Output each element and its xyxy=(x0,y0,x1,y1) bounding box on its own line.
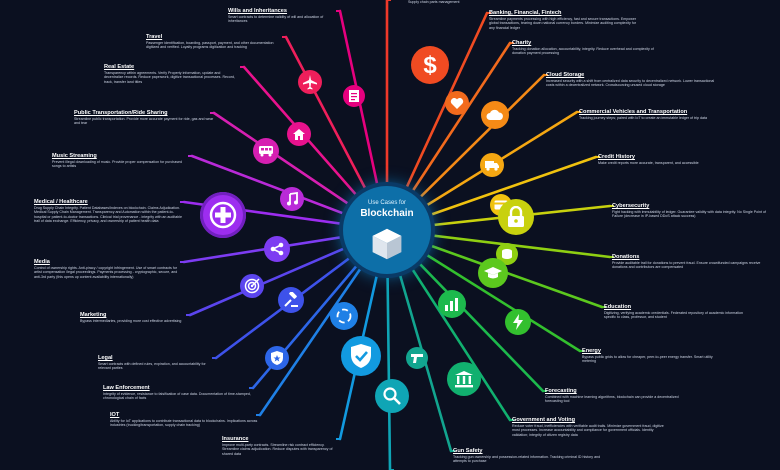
share-icon xyxy=(264,236,290,262)
desc-realestate: Transparency within agreements. Verify P… xyxy=(104,71,236,84)
dollar-icon: $ xyxy=(411,46,449,84)
gun-icon xyxy=(406,347,428,369)
desc-wills: Smart contracts to determine validity of… xyxy=(228,15,324,24)
shield-check-icon xyxy=(341,336,381,376)
badge-icon xyxy=(265,346,289,370)
desc-law: Integrity of evidence, resistance to fal… xyxy=(103,392,251,401)
label-charity: Charity xyxy=(512,40,532,46)
desc-transport: Streamline public transportation. Provid… xyxy=(74,117,214,126)
label-cyber: Cybersecurity xyxy=(612,203,650,209)
gavel-icon xyxy=(278,287,304,313)
bar-chart-icon xyxy=(438,290,466,318)
desc-music: Prevent illegal downloading of music. Pr… xyxy=(52,160,183,169)
magnifier-icon xyxy=(375,379,409,413)
plus-cross-icon xyxy=(200,192,246,238)
svg-text:$: $ xyxy=(423,52,437,78)
cycle-icon xyxy=(330,302,358,330)
label-forecasting: Forecasting xyxy=(545,388,577,394)
desc-media: Control of ownership rights. Anti-piracy… xyxy=(34,266,178,279)
top-cut-desc: Supply chain parts management xyxy=(408,0,460,4)
label-law: Law Enforcement xyxy=(103,385,150,391)
desc-energy: Bypass public grids to allow for cheaper… xyxy=(582,355,713,364)
hub-title: Blockchain xyxy=(360,208,414,219)
desc-iot: Ability for IoT applications to contribu… xyxy=(110,419,258,428)
label-medical: Medical / Healthcare xyxy=(34,199,88,205)
label-credit: Credit History xyxy=(598,154,635,160)
target-icon xyxy=(240,274,264,298)
building-icon xyxy=(447,362,481,396)
desc-legal: Smart contracts with defined rules, expi… xyxy=(98,362,206,371)
lock-icon xyxy=(498,199,534,235)
desc-charity: Tracking donation allocation, accountabi… xyxy=(512,47,654,56)
desc-travel: Passenger identification, boarding, pass… xyxy=(146,41,274,50)
desc-vehicles: Tracking journey steps; paired with IoT … xyxy=(579,116,708,120)
desc-forecasting: Combined with machine learning algorithm… xyxy=(545,395,679,404)
coins-icon xyxy=(496,243,518,265)
lightning-icon xyxy=(505,309,531,335)
desc-credit: Make credit reports more accurate, trans… xyxy=(598,161,699,165)
airplane-icon xyxy=(298,70,322,94)
truck-icon xyxy=(480,153,504,177)
label-insurance: Insurance xyxy=(222,436,249,442)
desc-government: Reduce voter fraud, inefficiencies with … xyxy=(512,424,664,437)
label-education: Education xyxy=(604,304,632,310)
label-government: Government and Voting xyxy=(512,417,575,423)
desc-marketing: Bypass intermediaries, providing more co… xyxy=(80,319,182,323)
label-wills: Wills and Inheritances xyxy=(228,8,288,14)
label-transport: Public Transportation/Ride Sharing xyxy=(74,110,168,116)
label-iot: IOT xyxy=(110,412,120,418)
desc-donations: Provide auditable trail for donations to… xyxy=(612,261,761,270)
label-energy: Energy xyxy=(582,348,601,354)
desc-banking: Streamline payments processing with high… xyxy=(489,17,637,30)
desc-cloud: Increased security with a shift from cen… xyxy=(546,79,715,88)
desc-insurance: Improve multi-party contracts. Streamlin… xyxy=(222,443,333,456)
cloud-icon xyxy=(481,101,509,129)
label-banking: Banking, Financial, Fintech xyxy=(489,10,562,16)
label-music: Music Streaming xyxy=(52,153,97,159)
label-media: Media xyxy=(34,259,50,265)
label-gun: Gun Safety xyxy=(453,448,483,454)
label-donations: Donations xyxy=(612,254,640,260)
hub-subtitle: Use Cases for xyxy=(367,200,406,206)
label-travel: Travel xyxy=(146,34,163,40)
label-realestate: Real Estate xyxy=(104,64,135,70)
label-vehicles: Commercial Vehicles and Transportation xyxy=(579,109,688,115)
label-marketing: Marketing xyxy=(80,312,107,318)
cube-icon xyxy=(372,228,402,260)
house-icon xyxy=(287,122,311,146)
bus-icon xyxy=(253,138,279,164)
desc-gun: Tracking gun ownership and possession-re… xyxy=(453,455,601,464)
document-icon xyxy=(343,85,365,107)
label-cloud: Cloud Storage xyxy=(546,72,585,78)
desc-education: Digitizing, verifying academic credentia… xyxy=(604,311,744,320)
desc-medical: Drug Supply Chain Integrity. Patient Dat… xyxy=(34,206,183,223)
music-note-icon xyxy=(280,187,304,211)
blockchain-hub: Use Cases for Blockchain xyxy=(343,186,431,274)
heart-icon xyxy=(445,91,469,115)
desc-cyber: Fight hacking with immutability of ledge… xyxy=(612,210,766,219)
graduation-cap-icon xyxy=(478,258,508,288)
label-legal: Legal xyxy=(98,355,113,361)
